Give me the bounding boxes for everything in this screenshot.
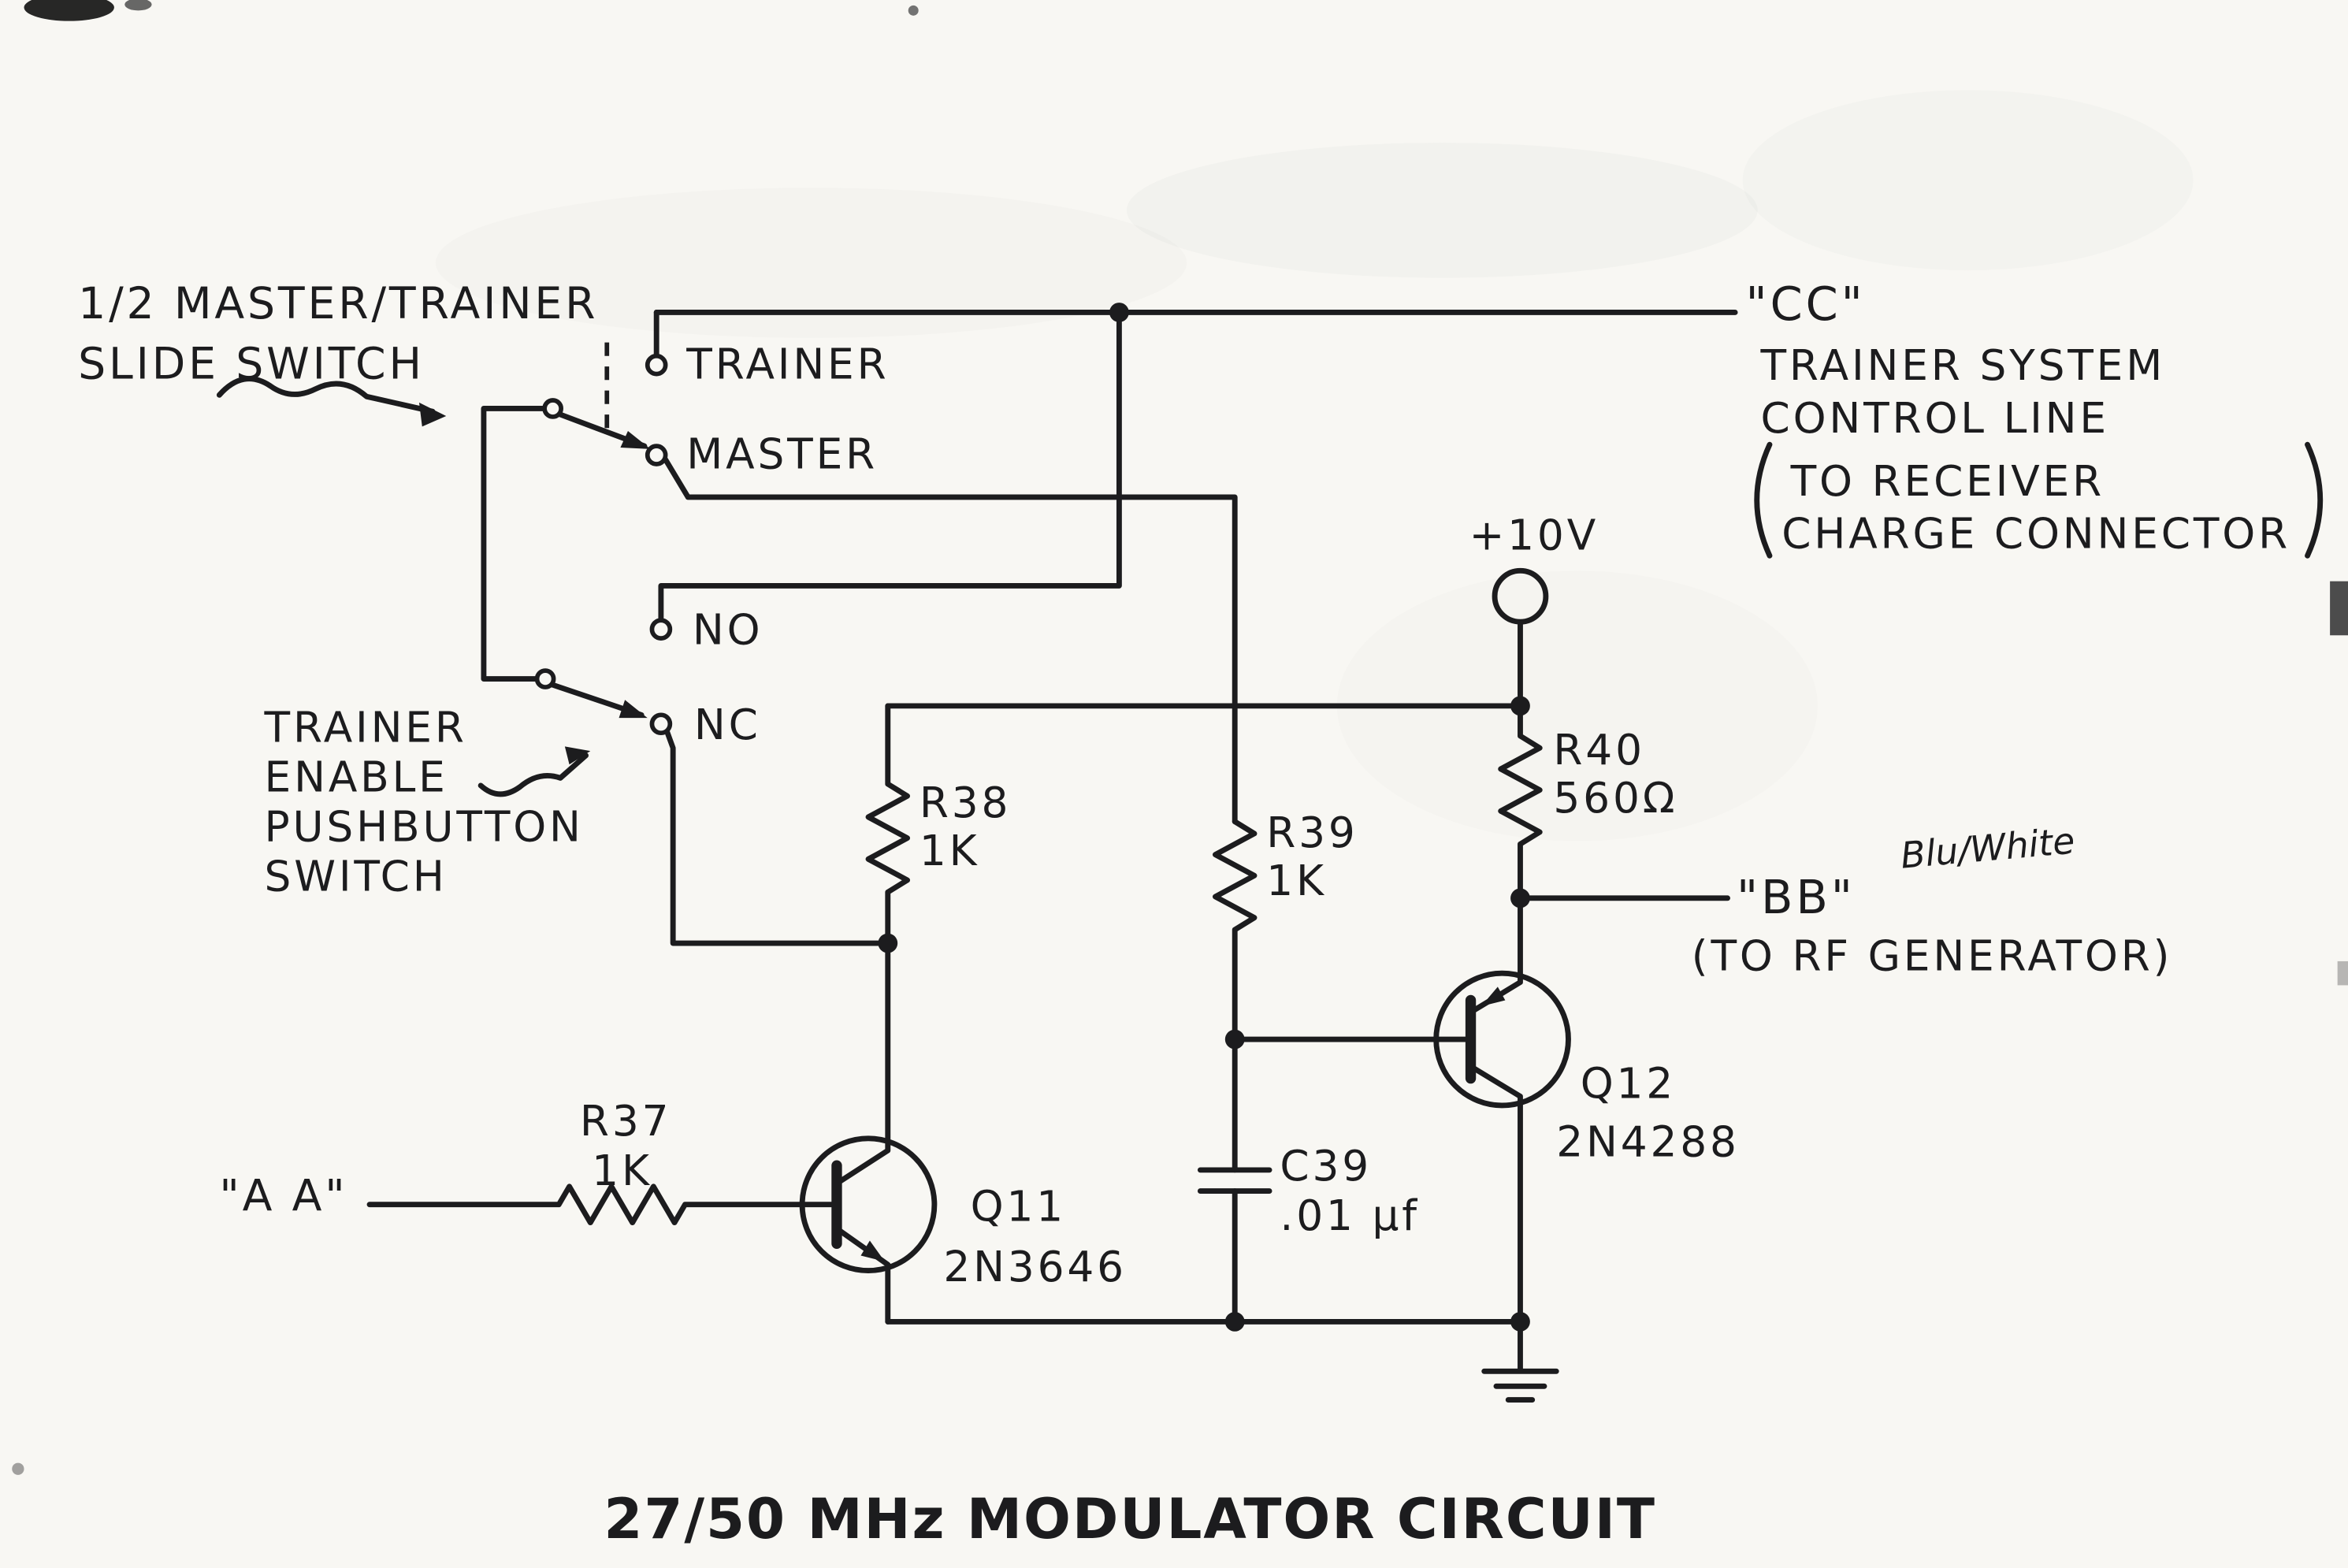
r38-ref-label: R38 (920, 778, 1011, 827)
q11-emitter-arrow-icon (860, 1240, 885, 1262)
r38-value-label: 1K (920, 826, 980, 875)
master-contact-label: MASTER (686, 429, 878, 479)
scan-smudge (1742, 90, 2194, 271)
bb-dest-label: (TO RF GENERATOR) (1692, 931, 2172, 980)
r40-ref-label: R40 (1553, 725, 1644, 775)
q11-collector-lead (834, 940, 891, 1187)
pushbutton-switch (534, 618, 673, 736)
junction-q11-collector (878, 933, 898, 953)
pushbutton-pointer-arrowhead-icon (564, 746, 591, 765)
q12-part-label: 2N4288 (1556, 1117, 1740, 1167)
r37-value-label: 1K (592, 1146, 652, 1195)
junction-bb-node (1510, 888, 1530, 908)
scan-artifacts (12, 0, 2348, 1475)
scan-edge-mark (2337, 960, 2348, 986)
c39-value-label: .01 μf (1280, 1191, 1419, 1240)
capacitor-c39 (1197, 1167, 1272, 1194)
nc-contact-label: NC (694, 700, 761, 749)
scan-speck (12, 1462, 24, 1475)
q12-body (1433, 970, 1571, 1109)
no-contact-label: NO (693, 605, 763, 655)
handwritten-wire-color-note: Blu/White (1899, 820, 2076, 877)
resistor-r39 (1212, 819, 1258, 1042)
scan-blot (124, 0, 152, 11)
r39-ref-label: R39 (1266, 808, 1358, 857)
scan-blot (24, 0, 114, 21)
master-contact-pin (645, 444, 668, 466)
resistor-r38 (865, 703, 911, 946)
pushbutton-label-line1: TRAINER (264, 703, 467, 752)
wire-nc-contact-to-q11-collector (664, 728, 891, 946)
resistor-r40 (1498, 620, 1543, 901)
supply-label: +10V (1469, 511, 1599, 560)
wire-no-contact-to-cc-line (658, 310, 1122, 622)
slide-switch-pointer-arrowhead-icon (418, 402, 447, 427)
cc-desc-line1: TRAINER SYSTEM (1760, 340, 2166, 390)
cc-desc-line3: TO RECEIVER (1790, 456, 2105, 506)
slide-arm-arrow-icon (620, 431, 651, 449)
resistor-r37 (366, 1183, 838, 1226)
slide-common-pin (542, 398, 563, 419)
q12-ref-label: Q12 (1581, 1058, 1676, 1108)
no-contact-pin (649, 618, 673, 641)
left-paren-glyph (1754, 441, 1773, 559)
cc-net-name: "CC" (1745, 277, 1865, 331)
c39-ref-label: C39 (1280, 1141, 1372, 1191)
wire-switch-common-link (481, 406, 547, 682)
pushbutton-label-line3: PUSHBUTTON (265, 801, 584, 851)
junction-q12-base (1224, 1029, 1245, 1050)
trainer-contact-label: TRAINER (685, 339, 889, 388)
r37-ref-label: R37 (580, 1096, 671, 1146)
pushbutton-label-line4: SWITCH (265, 851, 448, 901)
ground-symbol (1481, 1318, 1559, 1403)
pushbutton-arm-arrow-icon (619, 700, 648, 719)
scan-edge-mark (2330, 581, 2348, 636)
junction-q12-collector-ground (1510, 1312, 1530, 1332)
junction-cc-line (1109, 303, 1129, 322)
slide-switch-pointer-arrow (216, 376, 436, 414)
junction-c39-ground (1224, 1312, 1245, 1332)
wire-master-contact-to-r39 (663, 456, 1238, 825)
slide-switch (542, 342, 668, 466)
wire-q12-collector (1468, 1063, 1523, 1325)
q11-emitter-lead (834, 1225, 891, 1325)
supply-terminal-icon (1492, 567, 1549, 625)
slide-switch-label-line2: SLIDE SWITCH (78, 339, 425, 389)
cc-desc-line2: CONTROL LINE (1761, 393, 2109, 443)
r39-value-label: 1K (1266, 856, 1327, 905)
aa-net-name: "A A" (219, 1171, 347, 1221)
pushbutton-pointer-arrow (477, 752, 589, 797)
cc-desc-line4: CHARGE CONNECTOR (1781, 509, 2290, 559)
q11-ref-label: Q11 (971, 1182, 1066, 1232)
scan-speck (908, 5, 919, 16)
transistor-q12 (1433, 970, 1571, 1109)
diagram-title: 27/50 MHz MODULATOR CIRCUIT (604, 1487, 1655, 1551)
r40-value-label: 560Ω (1553, 773, 1677, 823)
junction-10v-rail (1510, 696, 1530, 716)
pushbutton-common-pin (534, 668, 556, 689)
q11-body (799, 1135, 938, 1274)
q12-emitter-arrow-icon (1481, 987, 1506, 1007)
scan-smudge (1126, 143, 1758, 278)
bb-net-name: "BB" (1737, 870, 1856, 924)
pushbutton-label-line2: ENABLE (265, 752, 448, 802)
transistor-q11 (799, 940, 938, 1325)
scan-smudge (435, 188, 1187, 338)
nc-contact-pin (649, 712, 673, 736)
right-paren-glyph (2305, 441, 2324, 559)
q11-part-label: 2N3646 (943, 1242, 1127, 1291)
trainer-contact-pin (645, 353, 668, 377)
slide-switch-label-line1: 1/2 MASTER/TRAINER (78, 279, 598, 329)
